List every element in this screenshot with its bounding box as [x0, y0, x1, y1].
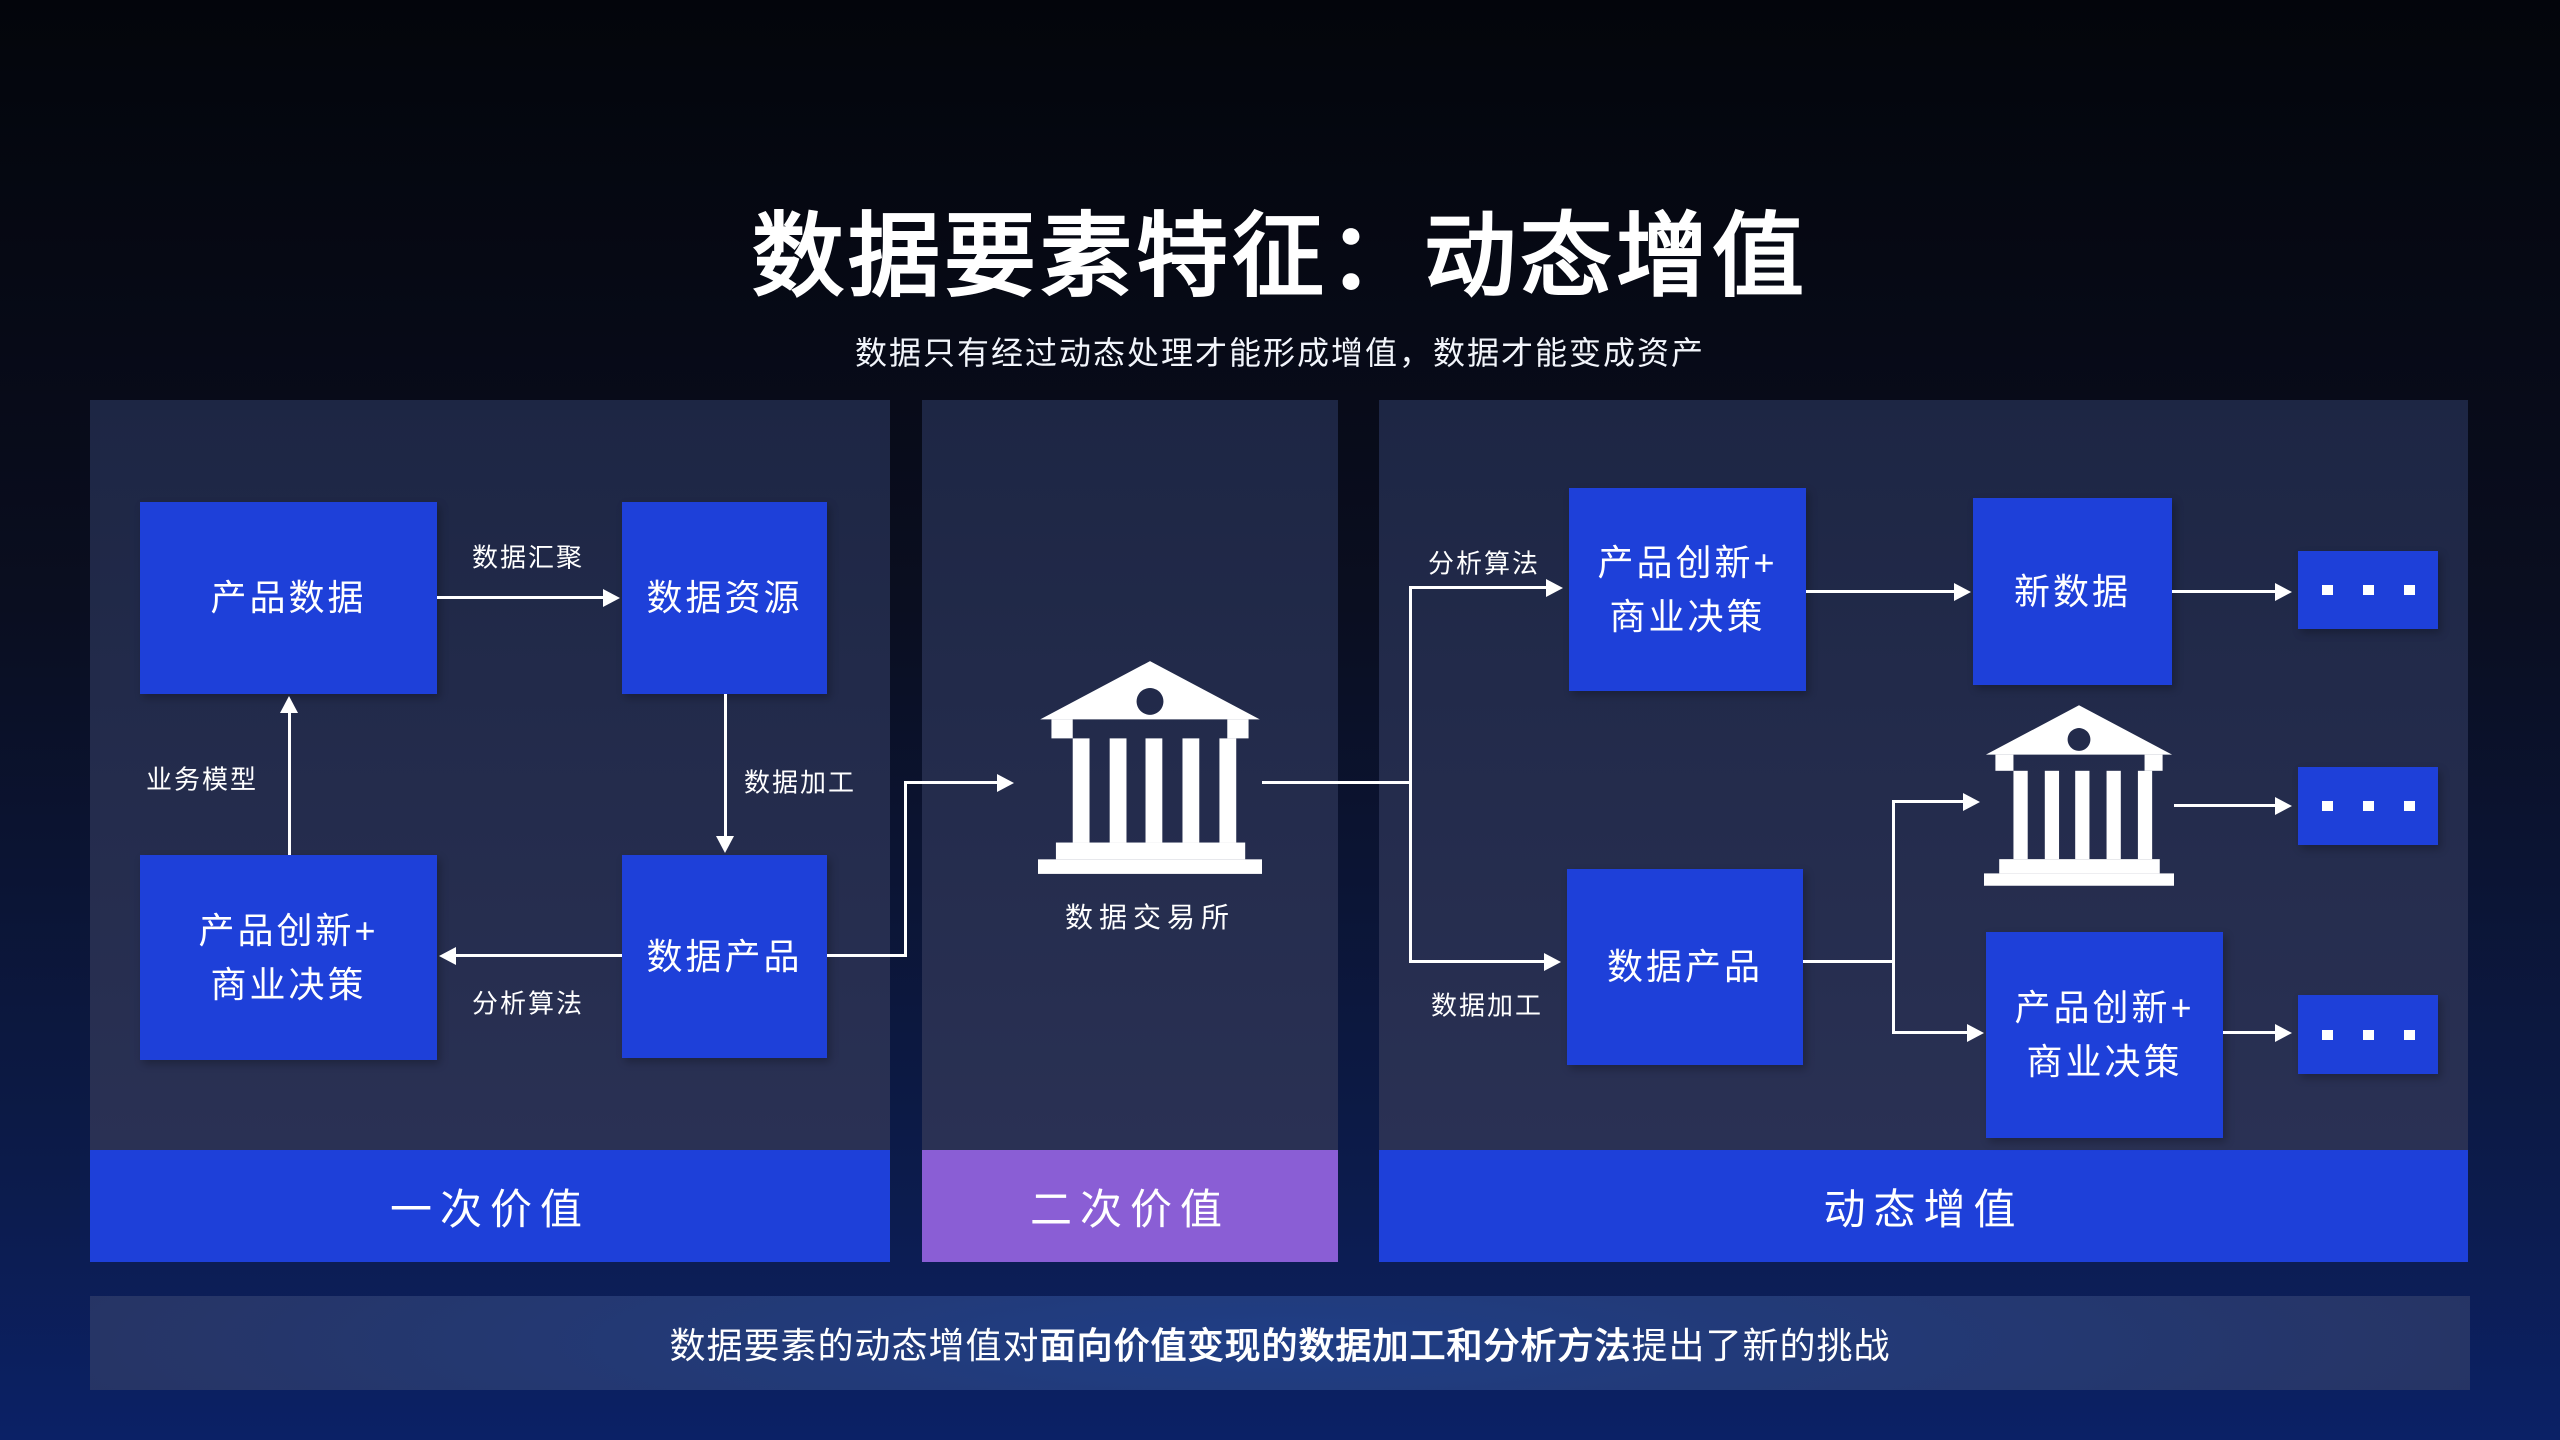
box-innovation-left-line2: 商业决策 — [210, 963, 367, 1005]
connector-line — [1892, 800, 1965, 803]
box-data-resource: 数据资源 — [622, 502, 827, 694]
ellipsis-dot — [2321, 1029, 2333, 1040]
bank-building-icon — [1038, 661, 1262, 874]
footer-label-dynamic: 动态增值 — [1823, 1185, 2024, 1233]
ellipsis-box-bottom — [2298, 995, 2438, 1074]
arrowhead-icon — [2275, 797, 2292, 815]
page-subtitle: 数据只有经过动态处理才能形成增值，数据才能变成资产 — [854, 335, 1705, 371]
box-data-product-right-label: 数据产品 — [1606, 946, 1763, 987]
footer-bar-secondary: 二次价值 — [922, 1150, 1338, 1262]
edge-label-analysis-right: 分析算法 — [1427, 548, 1541, 579]
ellipsis-dot — [2403, 585, 2415, 595]
connector-line — [1806, 590, 1956, 593]
box-innovation-left-line1: 产品创新+ — [198, 909, 379, 951]
box-new-data: 新数据 — [1973, 498, 2172, 685]
connector-line — [1892, 802, 1895, 1033]
ellipsis-dot — [2403, 1029, 2415, 1040]
box-product-data: 产品数据 — [140, 502, 437, 694]
connector-line — [2172, 590, 2277, 593]
connector-line — [2223, 1031, 2277, 1034]
connector-line — [724, 694, 727, 839]
connector-line — [1803, 960, 1895, 963]
box-innovation-bottom-line2: 商业决策 — [2026, 1041, 2183, 1082]
box-data-resource-label: 数据资源 — [646, 577, 803, 618]
arrowhead-icon — [280, 696, 298, 713]
edge-label-business-model: 业务模型 — [145, 764, 259, 795]
edge-label-analysis-left: 分析算法 — [471, 988, 585, 1019]
ellipsis-dot — [2403, 801, 2415, 811]
connector-line — [1409, 588, 1412, 962]
box-data-product-left: 数据产品 — [622, 855, 827, 1058]
arrowhead-icon — [997, 774, 1014, 792]
footer-bar-primary: 一次价值 — [90, 1150, 890, 1262]
connector-line — [288, 712, 291, 855]
connector-line — [455, 954, 622, 957]
ellipsis-box-middle — [2298, 767, 2438, 845]
arrowhead-icon — [1954, 583, 1971, 601]
ellipsis-dot — [2362, 801, 2374, 811]
box-innovation-left: 产品创新+ 商业决策 — [140, 855, 437, 1060]
exchange-label: 数据交易所 — [1064, 902, 1236, 933]
banner-text-prefix: 数据要素的动态增值对 — [669, 1325, 1040, 1366]
connector-line — [827, 954, 907, 957]
arrowhead-icon — [603, 589, 620, 607]
arrowhead-icon — [2275, 1024, 2292, 1042]
bank-building-icon — [1984, 705, 2174, 886]
box-new-data-label: 新数据 — [2013, 570, 2131, 612]
connector-line — [1409, 960, 1546, 963]
ellipsis-dot — [2362, 585, 2374, 595]
box-data-product-right: 数据产品 — [1567, 869, 1803, 1065]
connector-line — [1262, 781, 1412, 784]
bottom-banner: 数据要素的动态增值对面向价值变现的数据加工和分析方法提出了新的挑战 — [90, 1296, 2470, 1390]
ellipsis-dot — [2321, 585, 2333, 595]
connector-line — [1409, 586, 1548, 589]
connector-line — [904, 783, 907, 957]
box-innovation-bottom-right: 产品创新+ 商业决策 — [1986, 932, 2223, 1138]
ellipsis-box-top — [2298, 551, 2438, 629]
panel-secondary-value — [922, 400, 1338, 1150]
arrowhead-icon — [1967, 1024, 1984, 1042]
connector-line — [1892, 1031, 1969, 1034]
page-title: 数据要素特征：动态增值 — [751, 206, 1808, 308]
arrowhead-icon — [1546, 579, 1563, 597]
banner-text-suffix: 提出了新的挑战 — [1631, 1325, 1891, 1366]
arrowhead-icon — [1963, 793, 1980, 811]
footer-label-secondary: 二次价值 — [1029, 1185, 1230, 1233]
ellipsis-dot — [2321, 801, 2333, 811]
connector-line — [904, 781, 999, 784]
edge-label-processing-right: 数据加工 — [1430, 990, 1544, 1021]
box-innovation-top-line1: 产品创新+ — [1597, 541, 1778, 583]
box-innovation-top-line2: 商业决策 — [1609, 595, 1766, 637]
arrowhead-icon — [2275, 583, 2292, 601]
ellipsis-dot — [2362, 1029, 2374, 1040]
edge-label-processing-left: 数据加工 — [743, 767, 857, 798]
box-innovation-top-right: 产品创新+ 商业决策 — [1569, 488, 1806, 691]
edge-label-aggregation: 数据汇聚 — [471, 542, 585, 573]
box-data-product-left-label: 数据产品 — [646, 935, 803, 977]
banner-text-bold: 面向价值变现的数据加工和分析方法 — [1039, 1325, 1632, 1366]
box-product-data-label: 产品数据 — [210, 577, 367, 618]
arrowhead-icon — [439, 947, 456, 965]
footer-bar-dynamic: 动态增值 — [1379, 1150, 2468, 1262]
footer-label-primary: 一次价值 — [389, 1185, 590, 1233]
box-innovation-bottom-line1: 产品创新+ — [2014, 987, 2195, 1028]
arrowhead-icon — [716, 836, 734, 853]
connector-line — [437, 596, 607, 599]
connector-line — [2174, 804, 2277, 807]
arrowhead-icon — [1544, 953, 1561, 971]
